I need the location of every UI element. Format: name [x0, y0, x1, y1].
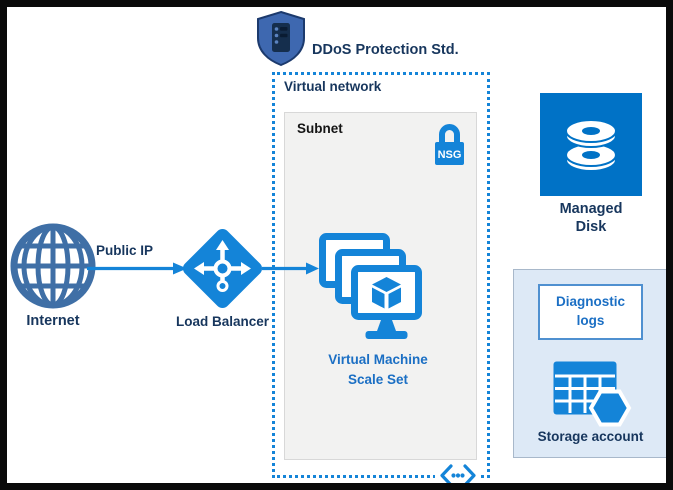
subnet-label: Subnet: [297, 121, 343, 136]
load-balancer-icon: [179, 225, 266, 312]
vmss-monitors-icon: [317, 229, 437, 343]
managed-disk-label-line2: Disk: [575, 219, 607, 236]
virtual-network-label: Virtual network: [284, 79, 382, 94]
storage-table-hexagon-icon: [553, 361, 633, 431]
internet-label: Internet: [26, 313, 80, 329]
managed-disk-label: Managed Disk: [540, 200, 642, 236]
diagnostic-logs-line2: logs: [576, 313, 605, 328]
managed-disk-icon: [540, 93, 642, 196]
nsg-label: NSG: [438, 149, 462, 161]
virtual-network-box: [272, 72, 490, 478]
arrow-right-icon: [87, 260, 187, 277]
managed-disk-label-line1: Managed: [559, 201, 623, 217]
diagnostic-logs-box: Diagnostic logs: [538, 284, 643, 340]
globe-icon: [9, 222, 97, 310]
public-ip-label: Public IP: [96, 243, 154, 258]
diagnostic-logs-line1: Diagnostic: [555, 294, 625, 310]
vmss-label: Virtual Machine Scale Set: [300, 350, 456, 389]
arrow-right-icon: [262, 260, 320, 277]
vnet-chevron-dots-icon: [435, 462, 481, 489]
vmss-label-line1: Virtual Machine: [328, 352, 428, 367]
nsg-lock-icon: NSG: [433, 121, 466, 167]
load-balancer-label: Load Balancer: [175, 314, 270, 329]
storage-account-label: Storage account: [537, 429, 644, 444]
ddos-shield-icon: [256, 10, 306, 67]
vmss-label-line2: Scale Set: [347, 371, 409, 387]
ddos-protection-label: DDoS Protection Std.: [312, 42, 459, 58]
